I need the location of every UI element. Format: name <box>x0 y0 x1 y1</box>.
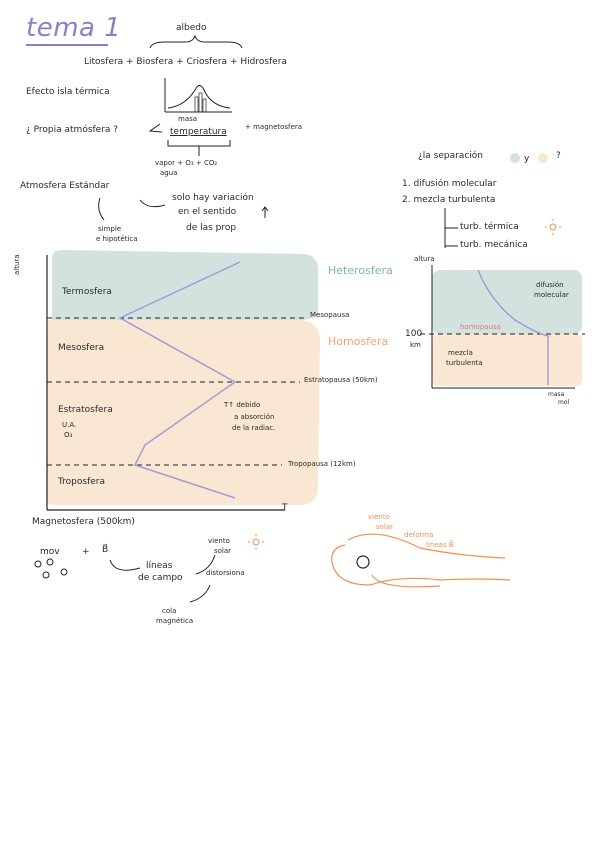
magnetosphere-sketch <box>331 533 511 588</box>
lineasb-label: líneas B⃗ <box>426 541 454 549</box>
turb-mecanica: turb. mecánica <box>460 240 528 250</box>
only-vary-text: solo hay variación <box>172 193 254 203</box>
tropopausa-label: Tropopausa (12km) <box>288 460 356 468</box>
decampo-label: de campo <box>138 573 183 583</box>
mesopausa-label: Mesopausa <box>310 311 350 319</box>
temperature-profile <box>118 261 241 499</box>
uva-label: U.A. <box>62 421 77 429</box>
small-hetero-band <box>432 270 582 334</box>
estratosfera-label: Estratosfera <box>58 405 113 415</box>
viento-label: viento <box>208 537 230 545</box>
homo-dot <box>538 153 548 163</box>
km-label: km <box>410 341 421 349</box>
estratopausa-label: Estratopausa (50km) <box>304 376 378 384</box>
magnetosfera-label: + magnetosfera <box>245 123 302 131</box>
homosfera-label: Homosfera <box>328 335 389 348</box>
magnetica-label: magnética <box>156 617 194 625</box>
greenhouse-text: Efecto isla térmica <box>26 87 110 97</box>
homopausa-label: homopausa <box>460 323 501 331</box>
simple-label: simple <box>98 225 122 233</box>
mezcla-label: mezcla <box>448 349 473 357</box>
plus-label: + <box>82 547 90 557</box>
title-underline <box>26 44 108 46</box>
t-up-note: T↑ debido <box>224 401 261 409</box>
x-axis-label: T <box>282 503 288 513</box>
temperatura-label: temperatura <box>170 127 227 137</box>
sep-item-2: 2. mezcla turbulenta <box>402 195 496 205</box>
de-la-note: de la radiac. <box>232 424 276 432</box>
absorcion-note: a absorción <box>234 413 275 421</box>
lineas-label: líneas <box>146 561 173 571</box>
albedo-brace <box>149 34 243 49</box>
termosfera-label: Termosfera <box>62 287 112 297</box>
masa-label: masa <box>178 115 198 123</box>
viento2-label: viento <box>368 513 390 521</box>
distorsiona-label: distorsiona <box>206 569 245 577</box>
troposfera-label: Troposfera <box>58 477 106 487</box>
y-axis-label: altura <box>13 254 21 275</box>
sep-item-1: 1. difusión molecular <box>402 179 497 189</box>
km100-label: 100 <box>405 329 423 339</box>
agua-label: agua <box>160 169 178 177</box>
of-props-text: de las prop <box>186 223 237 233</box>
small-x-label-2: mol <box>558 399 570 406</box>
turbulenta-label: turbulenta <box>446 359 483 367</box>
small-y-label: altura <box>414 255 435 263</box>
sep-question: ¿la separación <box>418 151 483 161</box>
hetero-dot <box>510 153 520 163</box>
molecular-label: molecular <box>534 291 569 299</box>
cola-label: cola <box>162 607 177 615</box>
page-title: tema 1 <box>26 13 122 43</box>
o3-label: O₃ <box>64 431 73 439</box>
heterosfera-label: Heterosfera <box>328 264 393 277</box>
vapor-label: vapor + O₃ + CO₂ <box>155 159 218 167</box>
earth-icon <box>356 555 370 569</box>
magneto-heading: Magnetosfera (500km) <box>32 517 135 527</box>
b-label: B⃗ <box>102 545 109 555</box>
props-question: ¿ Propia atmósfera ? <box>26 125 119 135</box>
difusion-label: difusión <box>536 281 564 289</box>
albedo-label: albedo <box>176 23 207 33</box>
sun-icon <box>545 219 561 235</box>
sep-y: y <box>524 154 530 164</box>
homosphere-band <box>46 320 320 505</box>
only-vary-text-2: en el sentido <box>178 207 237 217</box>
mass-profile <box>477 269 549 385</box>
hipotetica-label: e hipotética <box>96 235 138 243</box>
small-x-label: masa <box>548 391 565 398</box>
heterosphere-band <box>52 250 318 320</box>
sep-q2: ? <box>556 151 561 161</box>
turb-termica: turb. térmica <box>460 222 519 232</box>
std-atm-title: Atmosfera Estándar <box>20 181 110 191</box>
solar-label: solar <box>214 547 232 555</box>
mesosfera-label: Mesosfera <box>58 343 105 353</box>
small-homo-band <box>432 334 582 386</box>
deforma-label: deforma <box>404 531 434 539</box>
spheres-text: Litosfera + Biosfera + Criosfera + Hidro… <box>84 57 287 67</box>
solar2-label: solar <box>376 523 394 531</box>
mov-label: mov <box>40 547 60 557</box>
